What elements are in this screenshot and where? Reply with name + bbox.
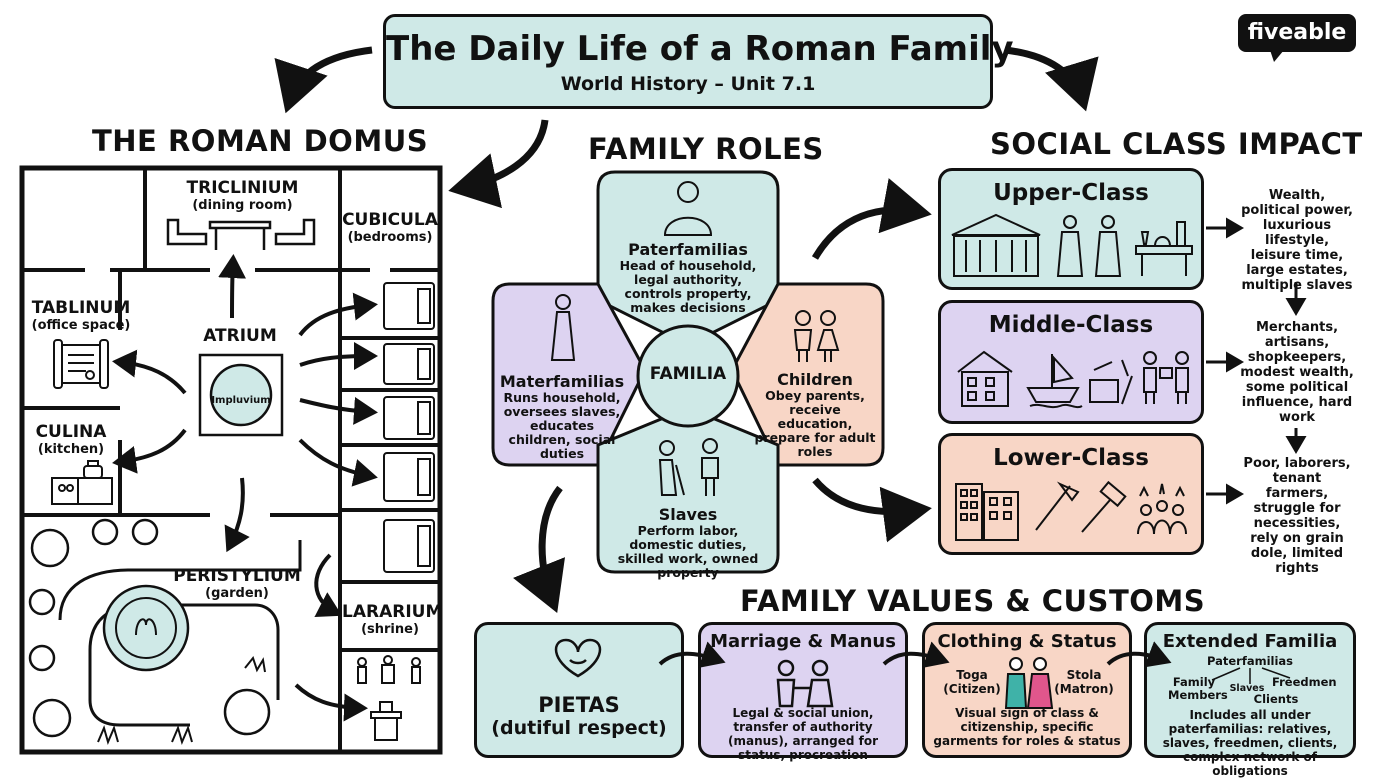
impluvium-label: Impluvium	[211, 395, 271, 406]
marriage-box: Marriage & Manus Legal & social union, t…	[698, 622, 908, 762]
ext-top: Paterfamilias	[1206, 654, 1294, 668]
upper-class-box: Upper-Class	[938, 168, 1204, 290]
ext-right2: Clients	[1253, 692, 1299, 706]
fiveable-logo: fiveable	[1238, 14, 1356, 52]
title-banner: The Daily Life of a Roman Family World H…	[383, 14, 1014, 109]
middle-class-box: Middle-Class	[938, 300, 1204, 424]
roles-heading: FAMILY ROLES	[588, 132, 824, 166]
stola-label: Stola (Matron)	[1054, 668, 1114, 696]
lower-class-desc: Poor, laborers, tenant farmers, struggle…	[1243, 456, 1351, 576]
values-heading: FAMILY VALUES & CUSTOMS	[740, 584, 1206, 618]
familia-center: FAMILIA	[649, 364, 727, 384]
page-subtitle: World History – Unit 7.1	[560, 73, 816, 95]
logo-tail	[1270, 50, 1284, 62]
social-heading: SOCIAL CLASS IMPACT	[990, 127, 1363, 161]
petal-paterfamilias: Paterfamilias Head of household, legal a…	[619, 240, 757, 315]
lararium-label: LARARIUM (shrine)	[342, 602, 443, 637]
ext-mid: Slaves	[1229, 683, 1265, 694]
clothing-box: Clothing & Status Visual sign of class &…	[922, 622, 1132, 758]
toga-label: Toga (Citizen)	[943, 668, 1001, 696]
ext-left: Family Members	[1168, 675, 1228, 702]
petal-children: Children Obey parents, receive education…	[754, 370, 876, 459]
petal-slaves: Slaves Perform labor, domestic duties, s…	[617, 505, 759, 580]
middle-class-desc: Merchants, artisans, shopkeepers, modest…	[1240, 320, 1354, 425]
floor-plan	[19, 165, 443, 755]
ext-right1: Freedmen	[1272, 675, 1337, 689]
atrium-label: ATRIUM	[203, 326, 277, 346]
roles-flower	[491, 170, 885, 574]
culina-label: CULINA (kitchen)	[35, 422, 107, 457]
domus-heading: THE ROMAN DOMUS	[92, 124, 429, 158]
page-title: The Daily Life of a Roman Family	[386, 29, 1014, 69]
tablinum-label: TABLINUM (office space)	[31, 298, 131, 333]
cubicula-label: CUBICULA (bedrooms)	[342, 210, 438, 245]
extended-box: Extended Familia Includes all under pate…	[1144, 622, 1356, 778]
upper-class-desc: Wealth, political power, luxurious lifes…	[1241, 188, 1353, 293]
pietas-box: PIETAS (dutiful respect)	[474, 622, 684, 758]
petal-materfamilias: Materfamilias Runs household, oversees s…	[499, 372, 625, 461]
peristylium-label: PERISTYLIUM (garden)	[173, 566, 301, 601]
triclinium-label: TRICLINIUM (dining room)	[186, 178, 299, 213]
